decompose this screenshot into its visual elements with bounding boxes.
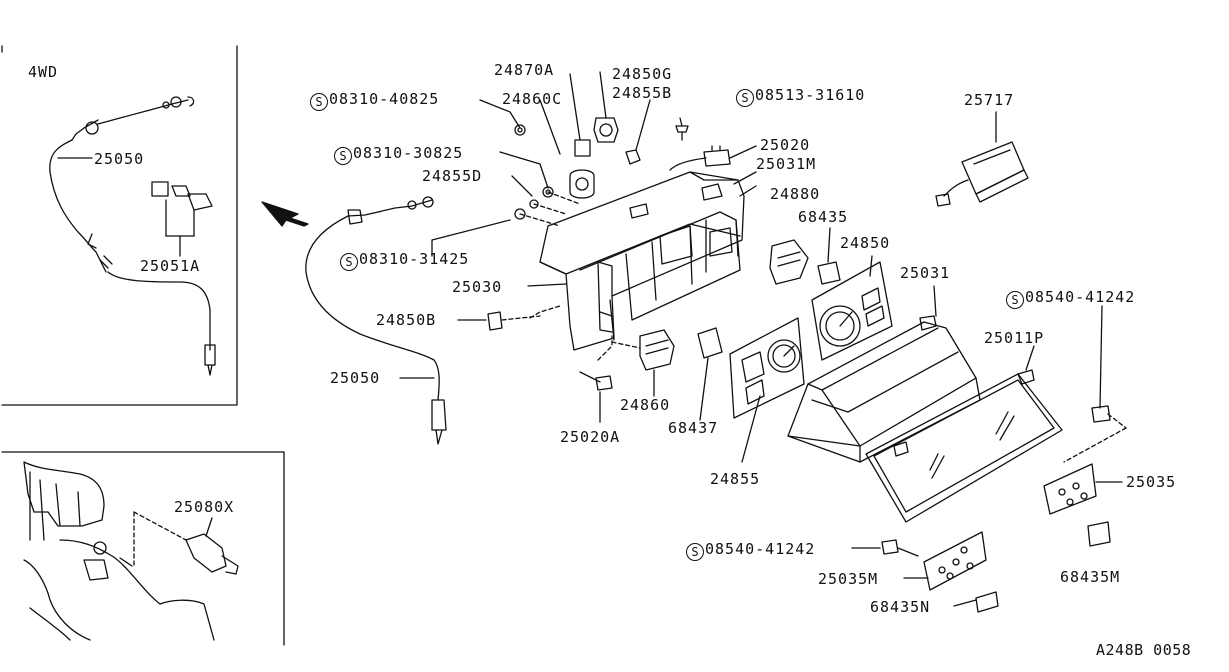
part-label-25050-main: 25050 — [330, 369, 381, 387]
part-label-24850B: 24850B — [376, 311, 437, 329]
inset-speedo-cable — [49, 96, 216, 376]
switch-24860 — [611, 329, 675, 397]
screw-marker: S — [310, 93, 328, 111]
part-label-24855B: 24855B — [612, 84, 673, 102]
part-label-24855: 24855 — [710, 470, 761, 488]
part-label-25080X: 25080X — [174, 498, 235, 516]
screw-08540-b — [851, 539, 919, 557]
plate-68435N — [953, 591, 999, 613]
switch-24880 — [769, 239, 809, 285]
direction-arrow — [261, 201, 309, 227]
screw-marker: S — [1006, 291, 1024, 309]
screw-marker: S — [736, 89, 754, 107]
clip-24850B — [457, 305, 561, 331]
part-label-24870A: 24870A — [494, 61, 555, 79]
part-label-24850G: 24850G — [612, 65, 673, 83]
part-label-25031: 25031 — [900, 264, 951, 282]
part-label-24880: 24880 — [770, 185, 821, 203]
connector-25020 — [669, 145, 757, 171]
part-label-68435M: 68435M — [1060, 568, 1121, 586]
sensor-inset — [23, 461, 239, 641]
clip-25051A — [151, 181, 213, 257]
leader-25030 — [527, 283, 567, 287]
housing-25030 — [527, 171, 757, 351]
part-label-68435: 68435 — [798, 208, 849, 226]
part-label-25051A: 25051A — [140, 257, 201, 275]
lens-68435 — [817, 227, 841, 285]
part-label-25035M: 25035M — [818, 570, 879, 588]
screw-marker: S — [334, 147, 352, 165]
part-label-25030: 25030 — [452, 278, 503, 296]
part-label-24855D: 24855D — [422, 167, 483, 185]
bulbs-top — [539, 71, 651, 199]
part-label-25020A: 25020A — [560, 428, 621, 446]
part-label-25035: 25035 — [1126, 473, 1177, 491]
inset-sensor-frame — [1, 451, 285, 646]
part-label-25011P: 25011P — [984, 329, 1045, 347]
lens-cover-25011P — [865, 345, 1063, 523]
part-label-25031M: 25031M — [756, 155, 817, 173]
part-label-25717: 25717 — [964, 91, 1015, 109]
speedo-cable-main — [305, 196, 447, 445]
part-label-25050-inset: 25050 — [94, 150, 145, 168]
inset-4wd-frame — [1, 45, 238, 406]
part-label-24860C: 24860C — [502, 90, 563, 108]
part-label-68435N: 68435N — [870, 598, 931, 616]
part-label-68437: 68437 — [668, 419, 719, 437]
part-label-24850: 24850 — [840, 234, 891, 252]
screw-08540-a — [1063, 305, 1127, 463]
inset-4wd-label: 4WD — [28, 63, 59, 81]
housing-25031 — [787, 285, 981, 463]
catalog-code: A248B 0058 — [1096, 641, 1192, 659]
part-label-24860: 24860 — [620, 396, 671, 414]
plate-68435M — [1087, 521, 1111, 547]
bracket-25035M — [903, 531, 987, 591]
gauge-24850 — [811, 255, 893, 361]
module-25717 — [935, 111, 1029, 207]
lens-68437 — [697, 327, 723, 421]
screw-25020A — [579, 335, 613, 423]
bracket-25035 — [1043, 463, 1123, 515]
leader-25031M — [733, 171, 757, 197]
screw-marker: S — [686, 543, 704, 561]
part-label-25020: 25020 — [760, 136, 811, 154]
screw-marker: S — [340, 253, 358, 271]
gauge-24855 — [729, 317, 805, 463]
